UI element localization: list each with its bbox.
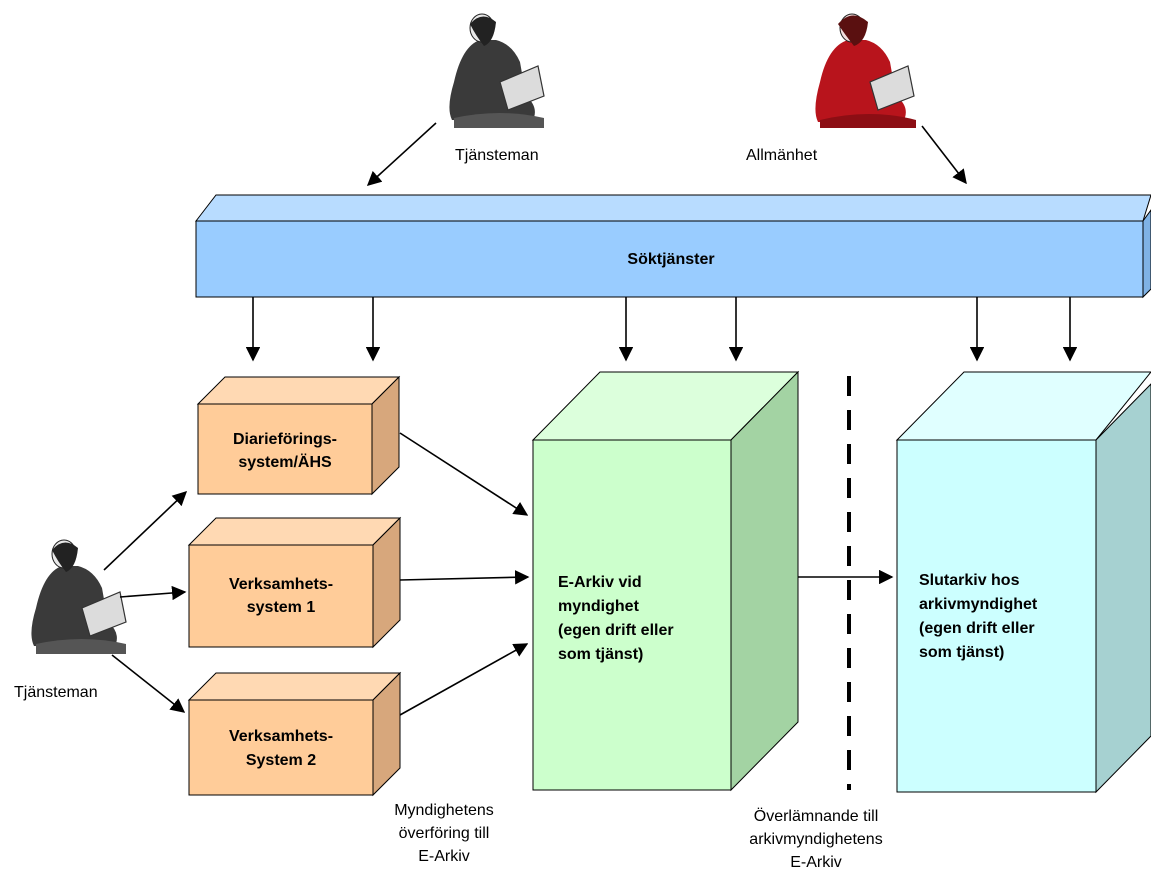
person-top-left-icon (449, 13, 545, 128)
actor-label-top-left: Tjänsteman (455, 147, 539, 164)
arrow-tjansteman-to-sok (366, 122, 437, 186)
caption-handover-line3: E-Arkiv (790, 854, 842, 871)
box-earkiv (531, 370, 800, 792)
box-slutarkiv-line4: som tjänst) (919, 644, 1004, 661)
box-earkiv-line4: som tjänst) (558, 646, 643, 663)
box-slutarkiv-line3: (egen drift eller (919, 620, 1035, 637)
actor-label-top-right: Allmänhet (746, 147, 818, 164)
box-earkiv-line3: (egen drift eller (558, 622, 674, 639)
arrow-verksamhet1-to-earkiv (399, 570, 530, 585)
person-top-right-icon (815, 13, 916, 128)
arrow-person-to-diarie (103, 491, 188, 571)
box-verksamhet-2-line1: Verksamhets- (229, 728, 333, 745)
box-slutarkiv-line1: Slutarkiv hos (919, 572, 1020, 589)
arrow-verksamhet2-to-earkiv (399, 643, 529, 716)
box-verksamhet-2-line2: System 2 (246, 752, 316, 769)
person-left-icon (31, 539, 127, 654)
arrow-diarie-to-earkiv (399, 432, 529, 516)
box-diarieforing (196, 375, 401, 496)
box-earkiv-line2: myndighet (558, 598, 640, 615)
box-verksamhet-1-line2: system 1 (247, 599, 316, 616)
arrow-person-to-verksamhet1 (119, 585, 187, 601)
search-down-arrows (245, 297, 1078, 362)
actor-label-left: Tjänsteman (14, 684, 98, 701)
search-bar-label: Söktjänster (627, 251, 714, 268)
search-bar (194, 194, 1151, 299)
caption-transfer-line2: överföring till (399, 825, 490, 842)
caption-handover-line2: arkivmyndighetens (749, 831, 882, 848)
box-verksamhet-1 (187, 516, 402, 649)
box-slutarkiv-line2: arkivmyndighet (919, 596, 1038, 613)
box-verksamhet-2 (187, 671, 402, 797)
caption-transfer-line3: E-Arkiv (418, 848, 470, 865)
caption-transfer-line1: Myndighetens (394, 802, 494, 819)
box-earkiv-line1: E-Arkiv vid (558, 574, 642, 591)
box-diarieforing-line1: Diarieförings- (233, 431, 337, 448)
arrow-person-to-verksamhet2 (111, 654, 186, 713)
caption-handover-line1: Överlämnande till (754, 807, 879, 825)
arrow-allmanhet-to-sok (921, 125, 967, 185)
box-diarieforing-line2: system/ÄHS (238, 453, 332, 471)
box-slutarkiv (895, 371, 1151, 794)
box-verksamhet-1-line1: Verksamhets- (229, 576, 333, 593)
